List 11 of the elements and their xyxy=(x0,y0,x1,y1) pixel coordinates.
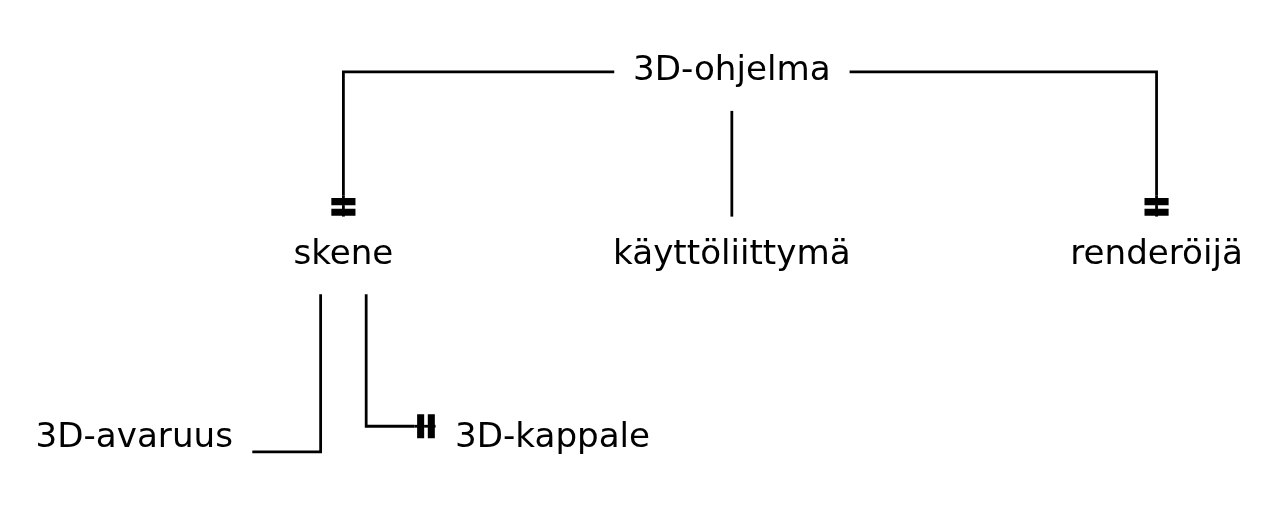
connector xyxy=(730,110,734,217)
node-text: käyttöliittymä xyxy=(613,231,851,272)
connector xyxy=(849,70,1169,217)
node-text: 3D-ohjelma xyxy=(633,47,831,88)
node-text: 3D-kappale xyxy=(455,414,651,455)
node-text: 3D-avaruus xyxy=(35,414,233,455)
connector xyxy=(364,293,436,438)
node-text: skene xyxy=(293,231,394,272)
connector xyxy=(252,293,322,453)
connector xyxy=(331,70,615,217)
node-text: renderöijä xyxy=(1070,231,1243,272)
